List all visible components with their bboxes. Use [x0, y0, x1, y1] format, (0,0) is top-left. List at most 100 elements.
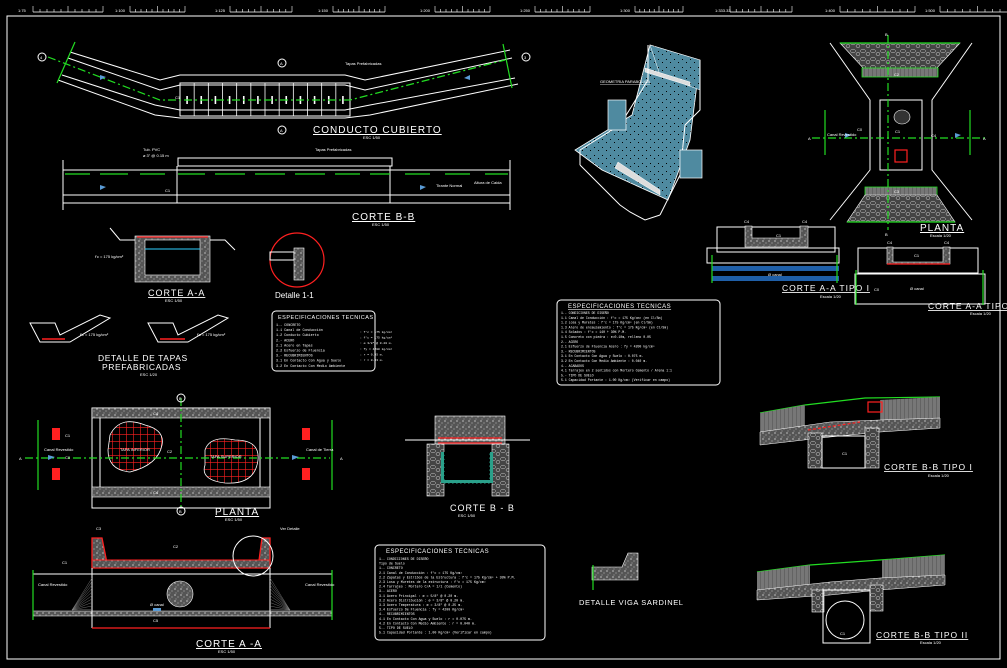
mark-b-top: B: [885, 32, 888, 37]
tapas-label: Tapas Prefabricadas: [345, 61, 381, 66]
isometric-view[interactable]: GEOMETRIA PARABOLICA: [574, 44, 703, 221]
spec-line: Tipo de Suelo: [379, 562, 405, 566]
c0-label: C0: [857, 127, 863, 132]
flow-arrow-icon: [48, 455, 55, 460]
canal-right-label: Canal de Tierra: [306, 447, 334, 452]
corte-bb-tipo-i[interactable]: C1 CORTE B-B TIPO I Escala 1/20: [759, 396, 973, 478]
spec-line: 3.3 Acero Temperatura : ø = 3/8" @ 0.25 …: [379, 603, 462, 607]
corte-aa-bottom[interactable]: Ver Detalle Canal Revestido Canal Revest…: [32, 526, 335, 654]
spec-line: 4.1 En Contacto Con Agua y Suelo : r = 0…: [379, 617, 472, 621]
tapa-inferior-label: TAPA INFERIOR: [120, 447, 150, 452]
c3-label: C3: [96, 526, 102, 531]
spec-line: 3.1 En Contacto Con Agua y Suelo: [276, 359, 341, 364]
detalle-tapas-title-2: PREFABRICADAS: [102, 362, 181, 372]
ver-detalle-label: Ver Detalle: [280, 526, 300, 531]
section-mark-icon: [176, 393, 186, 403]
mark-b-bottom: B: [885, 232, 888, 237]
c1-label: C1: [842, 451, 848, 456]
spec-box-2[interactable]: ESPECIFICACIONES TECNICAS 1.- CONDICIONE…: [556, 299, 721, 386]
scale-bar: 1:100: [115, 6, 186, 13]
spec-box-3[interactable]: ESPECIFICACIONES TECNICAS 1.- CONDICIONE…: [374, 544, 546, 641]
spec-line: 2.- ACERO: [561, 340, 578, 344]
corte-bb-longitudinal[interactable]: Tub. PVC ø 3" @ 0.15 m Tapas Prefabricad…: [62, 147, 511, 227]
conducto-cubierto-scale: ESC 1/50: [363, 135, 381, 140]
section-mark-icon: [277, 58, 287, 68]
canal-label: Ø canal: [910, 286, 924, 291]
scale-bar-label: 1:250: [520, 8, 531, 13]
detalle-viga-sardinel[interactable]: DETALLE VIGA SARDINEL: [579, 552, 684, 607]
mark-b-top: B: [179, 396, 182, 401]
c3-label: C3: [894, 189, 900, 194]
flow-arrow-icon: [845, 133, 851, 138]
section-mark-a-top: A: [280, 61, 283, 66]
spec-line: 4.- RECUBRIMIENTOS: [379, 612, 415, 616]
spec-line: 4.- ACABADOS: [561, 364, 584, 368]
spec-line: 4.2 En Contacto Con Medio Ambiente : r =…: [379, 621, 476, 625]
corte-bb-tipo-ii-title: CORTE B-B TIPO II: [876, 630, 968, 640]
altura-label: Altura de Caida: [474, 180, 502, 185]
corte-aa-bottom-title: CORTE A -A: [196, 639, 262, 650]
c1-label: C1: [840, 631, 846, 636]
spec-line: 1.1 Canal de Conducción: [276, 328, 323, 333]
corte-bb-tipo-i-title: CORTE B-B TIPO I: [884, 462, 973, 472]
scale-bar: 1:400: [825, 6, 916, 13]
corte-bb-tipo-ii[interactable]: C1 CORTE B-B TIPO II Escala 1/20: [756, 554, 968, 645]
spec-line: 1.2 Losa y Muretes : f'c = 175 Kg/cm² (e…: [561, 321, 653, 325]
c5-label: C5: [153, 618, 159, 623]
canal-label: Ø canal: [768, 272, 782, 277]
spec-line: 3.1 Acero Principal : ø = 5/8" @ 0.20 m.: [379, 594, 458, 598]
c4-label: C4: [944, 240, 950, 245]
detalle-viga-title: DETALLE VIGA SARDINEL: [579, 598, 684, 607]
spec-box-3-title: ESPECIFICACIONES TECNICAS: [386, 549, 489, 555]
spec-box-1[interactable]: ESPECIFICACIONES TECNICAS 1.- CONCRETO1.…: [271, 310, 393, 372]
corte-aa-tipo-i-right[interactable]: C4 C4 C1 C0 Ø canal CORTE A-A TIPO I Esc…: [854, 240, 1007, 316]
planta-left[interactable]: B B A A TAPA INFERIOR TAPA SUPERIOR C4 C…: [19, 393, 343, 522]
spec-line: 3.- RECUBRIMIENTOS: [561, 349, 596, 353]
c4-label: C4: [802, 219, 808, 224]
spec-line: : f'c = 175 kg/cm²: [360, 336, 393, 340]
c4-label: C4: [744, 219, 750, 224]
spec-line: : f'c = 175 kg/cm²: [360, 330, 393, 334]
flow-arrow-icon: [464, 75, 470, 80]
corte-aa-bottom-scale: ESC 1/50: [218, 649, 236, 654]
scale-bar-label: 1:100: [115, 8, 126, 13]
spec-line: 2.3 Losa y Muretes de la estructura : f'…: [379, 580, 486, 584]
corte-aa-small[interactable]: f'c = 175 kg/cm² CORTE A-A ESC 1/50: [95, 227, 236, 303]
c2-label: C2: [167, 449, 173, 454]
corte-bb-scale: ESC 1/50: [372, 222, 390, 227]
planta-right-title: PLANTA: [920, 223, 964, 234]
spec-line: 4.1 Tarrajeo en 2 sentidos con Mortero C…: [561, 369, 672, 373]
corte-aa-small-title: CORTE A-A: [148, 288, 205, 298]
spec-line: 1.- CONDICIONES DE DISEÑO: [379, 557, 428, 561]
detalle-tapas-title-1: DETALLE DE TAPAS: [98, 353, 188, 363]
c0-label: C0: [874, 287, 880, 292]
spec-line: 3.- RECUBRIMIENTOS: [276, 355, 313, 359]
corte-bb-center-title: CORTE B - B: [450, 503, 515, 513]
canal-left-label: Canal Revestido: [38, 582, 68, 587]
scale-bar: 1:75: [18, 6, 104, 13]
detalle-tapas-prefabricadas[interactable]: f'c = 175 kg/cm² f'c = 175 kg/cm² DETALL…: [29, 314, 230, 377]
spec-line: 3.2 En Contacto Con Medio Ambiente: [276, 364, 345, 369]
c1-label: C1: [895, 129, 901, 134]
conducto-cubierto-plan[interactable]: 4 3 A A C1 Tapas Prefabricadas CONDUCTO …: [37, 41, 531, 140]
corte-aa-tipo-i-left[interactable]: C4 C4 C1 Ø canal CORTE A-A TIPO I Escala…: [706, 219, 870, 299]
corte-bb-tipo-ii-scale: Escala 1/20: [920, 640, 942, 645]
corte-bb-center[interactable]: CORTE B - B ESC 1/50: [405, 415, 530, 518]
planta-right[interactable]: C2 C1 C3 C4 C0 Canal Revestido B B A A P…: [808, 32, 986, 238]
c4-label: C4: [931, 133, 937, 138]
tapas-label: Tapas Prefabricadas: [315, 147, 351, 152]
spec-line: 5.1 Capacidad Portante : 1.00 Kg/cm² (Ve…: [561, 378, 670, 382]
c4-label: C4: [887, 240, 893, 245]
corte-bb-tipo-i-scale: Escala 1/20: [928, 473, 950, 478]
spec-line: 3.2 En Contacto Con Medio Ambiente : 0.0…: [561, 359, 647, 363]
detalle-1-1[interactable]: Detalle 1-1: [269, 232, 325, 300]
section-mark-icon: [277, 125, 287, 135]
section-mark-a-bottom: A: [280, 128, 283, 133]
scale-bar-label: 1:500: [925, 8, 936, 13]
flow-arrow-icon: [100, 185, 106, 190]
scale-bar-label: 1:200: [420, 8, 431, 13]
c1-label: C1: [62, 560, 68, 565]
mark-a-left: A: [808, 136, 811, 141]
end-mark-left: 4: [40, 55, 43, 60]
